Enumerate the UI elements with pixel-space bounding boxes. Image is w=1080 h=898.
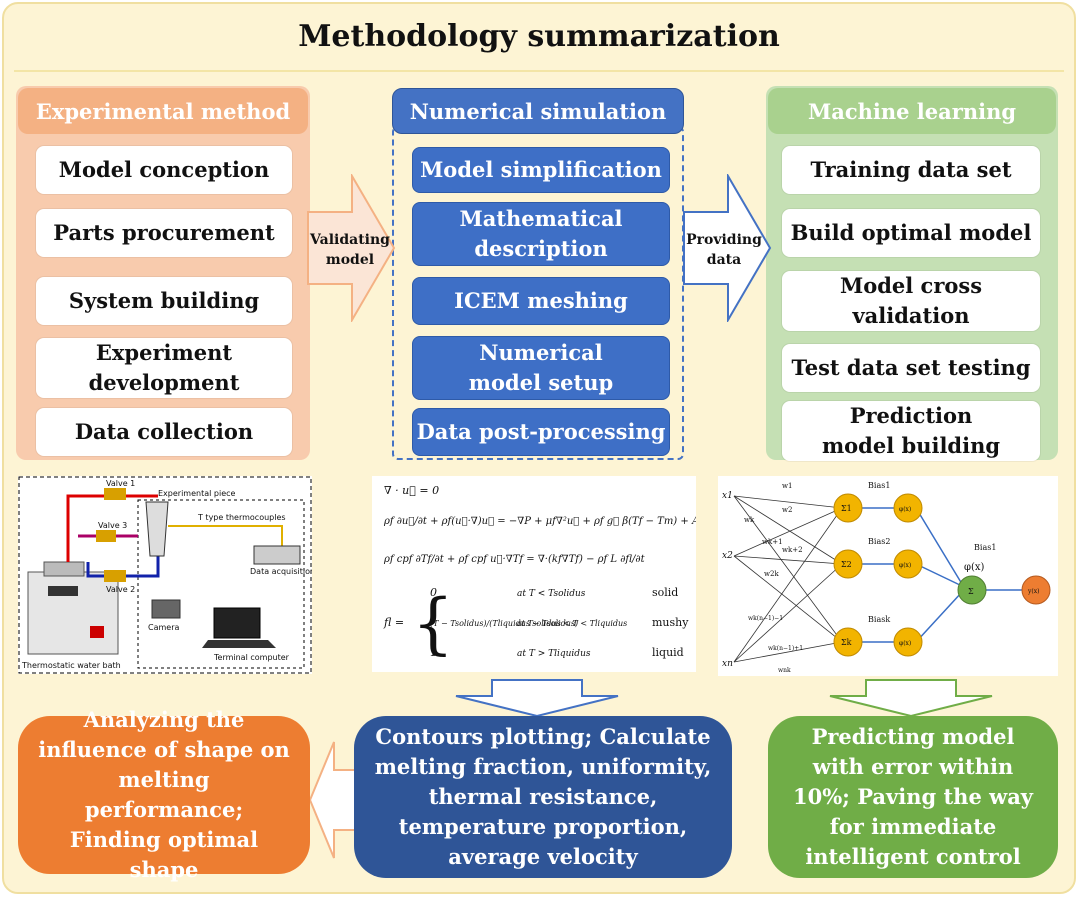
exp-item-system-building: System building — [36, 277, 292, 325]
providing-label: Providing data — [686, 232, 762, 268]
left-arrow-analysis — [308, 741, 359, 859]
phi-node — [893, 493, 923, 523]
sum-label-k: Σk — [841, 638, 852, 647]
down-arrow-ml — [829, 679, 993, 718]
result-contours-box: Contours plotting; Calculate melting fra… — [354, 716, 732, 878]
ml-item-model-cross-validation: Model cross validation — [782, 271, 1040, 331]
phi-node — [893, 549, 923, 579]
title-divider — [14, 70, 1064, 72]
sum-node — [833, 549, 863, 579]
input-x1: x1 — [722, 491, 733, 501]
eq-fl-cond-1: at Tsolidus < T < Tliquidus — [517, 619, 627, 628]
output-node — [1021, 575, 1051, 605]
weight-w1: w1 — [782, 482, 792, 490]
num-item-data-post-processing: Data post-processing — [412, 408, 670, 456]
eq-fl-label: fl = — [383, 616, 404, 629]
label-data-acquisition: Data acquisition — [250, 567, 312, 576]
data-acquisition-icon — [253, 545, 301, 565]
diagram-title: Methodology summarization — [298, 18, 780, 54]
eq-fl-value-1: (T − Tsolidus)/(Tliquidus − Tsolidus) — [430, 619, 578, 628]
eq-fl-phase-1: mushy — [652, 616, 689, 629]
output-label: y(x) — [1027, 588, 1039, 595]
numerical-header: Numerical simulation — [392, 88, 684, 134]
eq-fl-phase-0: solid — [652, 586, 678, 599]
exp-item-model-conception: Model conception — [36, 146, 292, 194]
label-valve2: Valve 2 — [106, 585, 135, 594]
eq-fl-value-2: 1 — [430, 646, 437, 659]
neural-network-figure: x1 x2 xn Σ1 Σ2 Σk φ(x) φ(x) φ(x) Σ y(x) … — [718, 476, 1058, 676]
eq-fl-cond-0: at T < Tsolidus — [517, 589, 586, 599]
exp-item-data-collection: Data collection — [36, 408, 292, 456]
weight-w2k: w2k — [764, 570, 779, 578]
down-arrow-numerical — [455, 679, 619, 718]
label-valve1: Valve 1 — [106, 479, 135, 488]
eq-momentum: ρf ∂u⃗/∂t + ρf(u⃗·∇)u⃗ = −∇P + μf∇²u⃗ + … — [383, 516, 696, 527]
experimental-setup-figure: Valve 1 Valve 3 Valve 2 Experimental pie… — [18, 476, 315, 674]
bias-2: Bias2 — [868, 537, 890, 546]
experimental-header: Experimental method — [18, 88, 308, 134]
label-experimental-piece: Experimental piece — [158, 489, 236, 498]
phi-label-1: φ(x) — [899, 506, 911, 513]
ml-item-test-data-set-testing: Test data set testing — [782, 344, 1040, 392]
label-camera: Camera — [148, 623, 179, 632]
weight-wk2: wk+2 — [782, 546, 803, 554]
input-xn: xn — [722, 659, 733, 669]
valve-icon — [96, 530, 116, 542]
eq-fl-value-0: 0 — [430, 586, 437, 599]
phi-label-k: φ(x) — [899, 640, 911, 647]
exp-item-parts-procurement: Parts procurement — [36, 209, 292, 257]
ml-item-training-data-set: Training data set — [782, 146, 1040, 194]
valve-icon — [104, 488, 126, 500]
result-prediction-box: Predicting model with error within 10%; … — [768, 716, 1058, 878]
num-item-icem-meshing: ICEM meshing — [412, 277, 670, 325]
eq-continuity: ∇ · u⃗ = 0 — [384, 484, 439, 497]
experimental-piece-icon — [145, 501, 169, 557]
sum-label-2: Σ2 — [841, 560, 852, 569]
weight-wkn-1: wk(n−1)−1 — [748, 615, 783, 622]
phi-label-2: φ(x) — [899, 562, 911, 569]
num-item-model-simplification: Model simplification — [412, 147, 670, 193]
num-item-mathematical-description: Mathematical description — [412, 202, 670, 266]
output-sum-node — [957, 575, 987, 605]
phi-node — [893, 627, 923, 657]
label-water-bath: Thermostatic water bath — [21, 661, 121, 670]
svg-text:{: { — [412, 585, 454, 662]
ml-header: Machine learning — [768, 88, 1056, 134]
weight-w2: w2 — [782, 506, 792, 514]
eq-fl-cond-2: at T > Tliquidus — [517, 649, 591, 659]
sum-label-1: Σ1 — [841, 504, 852, 513]
ml-item-prediction-model-building: Prediction model building — [782, 401, 1040, 461]
sum-node — [833, 493, 863, 523]
exp-item-experiment-development: Experiment development — [36, 338, 292, 398]
weight-wnk: wnk — [778, 667, 791, 674]
bias-out: Bias1 — [974, 543, 996, 552]
validating-arrow — [307, 174, 396, 322]
label-thermocouples: T type thermocouples — [197, 513, 286, 522]
weight-wkn1: wk(n−1)+1 — [768, 645, 803, 652]
weight-wk: wk — [744, 516, 755, 524]
bias-k: Biask — [868, 615, 890, 624]
water-bath-icon — [27, 571, 119, 655]
experimental-column — [16, 86, 310, 460]
weight-wk1: wk+1 — [762, 538, 783, 546]
governing-equations: ∇ · u⃗ = 0 ρf ∂u⃗/∂t + ρf(u⃗·∇)u⃗ = −∇P … — [372, 476, 712, 672]
bias-1: Bias1 — [868, 481, 890, 490]
input-x2: x2 — [722, 551, 733, 561]
validating-label: Validating model — [310, 232, 390, 268]
num-item-numerical-model-setup: Numerical model setup — [412, 336, 670, 400]
providing-arrow — [683, 174, 772, 322]
laptop-icon — [213, 607, 261, 639]
phi-output-label: φ(x) — [964, 562, 985, 573]
valve-icon — [104, 570, 126, 582]
ml-item-build-optimal-model: Build optimal model — [782, 209, 1040, 257]
eq-fl-phase-2: liquid — [652, 646, 684, 659]
eq-energy: ρf cpf ∂Tf/∂t + ρf cpf u⃗·∇Tf = ∇·(kf∇Tf… — [383, 554, 646, 565]
setup-drawing: Valve 1 Valve 3 Valve 2 Experimental pie… — [18, 476, 315, 674]
label-valve3: Valve 3 — [98, 521, 127, 530]
sum-node — [833, 627, 863, 657]
output-sum-label: Σ — [968, 587, 974, 596]
label-terminal-computer: Terminal computer — [213, 653, 290, 662]
result-analysis-box: Analyzing the influence of shape on melt… — [18, 707, 310, 882]
camera-icon — [151, 599, 181, 619]
